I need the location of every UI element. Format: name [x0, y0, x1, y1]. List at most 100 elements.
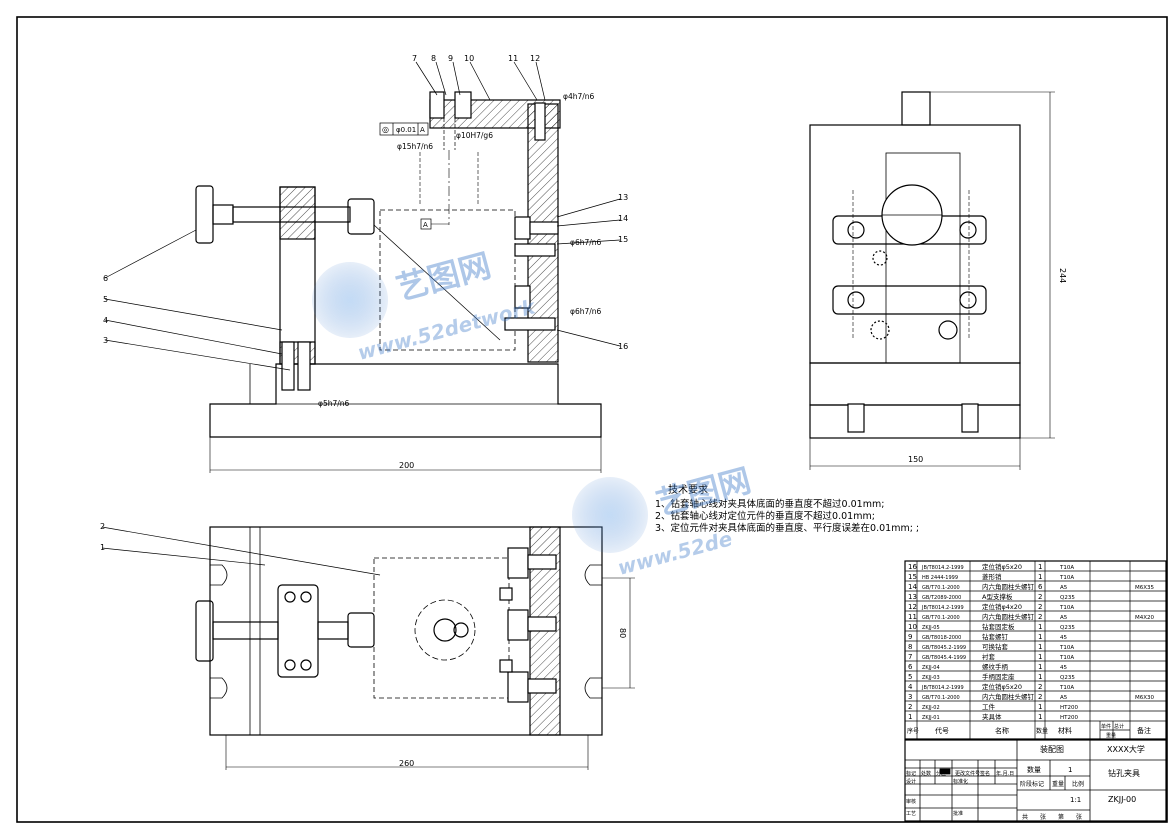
tb-row-approve: 批准 — [953, 810, 963, 817]
bom-row-no: 12 — [908, 603, 917, 611]
qty-label: 数量 — [1027, 765, 1041, 774]
bom-row-qty: 1 — [1038, 573, 1042, 581]
tech-line-3: 3、定位元件对夹具体底面的垂直度、平行度误差在0.01mm; ; — [655, 522, 919, 534]
bom-row-material: T10A — [1059, 575, 1074, 581]
bom-row-qty: 1 — [1038, 633, 1042, 641]
bom-row-qty: 2 — [1038, 613, 1042, 621]
balloon-15: 15 — [618, 235, 628, 244]
bom-row-no: 11 — [908, 613, 917, 621]
front-view-labels: 6 5 4 3 7 8 9 10 11 12 13 14 15 16 φ4h7/… — [103, 54, 628, 470]
bom-row-qty: 1 — [1038, 623, 1042, 631]
bom-row-no: 9 — [908, 633, 912, 641]
balloon-4: 4 — [103, 316, 108, 325]
bom-row-material: Q235 — [1060, 675, 1075, 681]
balloon-13: 13 — [618, 193, 628, 202]
dim-top-height: 80 — [618, 628, 627, 638]
bom-row-name: 内六角圆柱头螺钉 — [982, 612, 1035, 621]
bom-row-no: 4 — [908, 683, 913, 691]
bom-row-code: JB/T8014.2-1999 — [921, 565, 964, 571]
bom-row-name: 定位销φ5x20 — [982, 562, 1022, 571]
bom-row-code: ZKJJ-04 — [922, 665, 940, 671]
bom-row-note: M4X20 — [1135, 615, 1155, 621]
tolerance-datum: A — [420, 126, 425, 134]
balloon-6: 6 — [103, 274, 108, 283]
bom-row-qty: 2 — [1038, 603, 1042, 611]
sheet-no-suffix: 张 — [1076, 813, 1082, 821]
dim-side-width: 150 — [908, 455, 923, 464]
balloon-7: 7 — [412, 54, 417, 63]
bom-row-code: ZKJJ-03 — [922, 675, 940, 681]
bom-row-qty: 1 — [1038, 643, 1042, 651]
tb-row-mark: 标记 — [906, 770, 916, 777]
bom-row-no: 1 — [908, 713, 912, 721]
top-view — [101, 526, 635, 770]
tb-row-process: 工艺 — [906, 811, 916, 817]
bom-row-name: 螺纹手柄 — [982, 662, 1009, 671]
bom-header-note: 备注 — [1137, 726, 1151, 735]
fit-label-10h7: φ10H7/g6 — [456, 131, 493, 140]
bom-row-material: T10A — [1059, 645, 1074, 651]
bom-header-code: 代号 — [935, 726, 949, 735]
bom-row-code: JB/T8014.2-1999 — [921, 605, 964, 611]
balloon-9: 9 — [448, 54, 453, 63]
technical-requirements: 技术要求 1、钻套轴心线对夹具体底面的垂直度不超过0.01mm; 2、钻套轴心线… — [655, 483, 919, 534]
tb-row-sign: 签名 — [980, 770, 990, 777]
bom-header-name: 名称 — [995, 726, 1009, 735]
bom-row-qty: 1 — [1038, 563, 1042, 571]
front-view — [104, 61, 621, 473]
tb-row-standard: 标准化 — [953, 778, 968, 785]
bom-row-material: T10A — [1059, 685, 1074, 691]
fit-label-4h7: φ4h7/n6 — [563, 92, 595, 101]
bom-row-note: M6X35 — [1135, 585, 1155, 591]
bom-row-name: 可换钻套 — [982, 642, 1009, 651]
bom-row-code: JB/T8014.2-1999 — [921, 685, 964, 691]
bom-row-material: T10A — [1059, 655, 1074, 661]
bom-row-name: 内六角圆柱头螺钉 — [982, 692, 1035, 701]
scale-label: 比例 — [1072, 780, 1084, 788]
bom-row-material: T10A — [1059, 565, 1074, 571]
weight-label: 重量 — [1052, 780, 1064, 788]
bom-header-material: 材料 — [1058, 726, 1072, 735]
datum-marker: A — [423, 221, 428, 229]
bom-row-no: 7 — [908, 653, 912, 661]
bom-row-name: 衬套 — [982, 652, 996, 661]
bom-row-qty: 2 — [1038, 683, 1042, 691]
bom-header-total-weight: 总计 — [1114, 723, 1124, 730]
balloon-5: 5 — [103, 295, 108, 304]
bom-row-name: 内六角圆柱头螺钉 — [982, 582, 1035, 591]
top-view-labels: 2 1 80 260 — [100, 522, 627, 768]
bom-row-name: 手柄固定座 — [982, 672, 1015, 681]
bom-row-material: Q235 — [1060, 595, 1075, 601]
balloon-8: 8 — [431, 54, 436, 63]
fit-label-6h7-b: φ6h7/n6 — [570, 307, 602, 316]
fit-label-15h7: φ15h7/n6 — [397, 142, 433, 151]
bom-row-qty: 2 — [1038, 593, 1042, 601]
balloon-1: 1 — [100, 543, 105, 552]
balloon-2: 2 — [100, 522, 105, 531]
tb-row-date: 年.月.日 — [996, 770, 1014, 777]
bom-row-no: 16 — [908, 563, 917, 571]
bom-row-material: HT200 — [1060, 715, 1078, 721]
dim-top-width: 260 — [399, 759, 414, 768]
bom-row-no: 15 — [908, 573, 917, 581]
frame-border — [16, 16, 1168, 823]
bom-row-code: GB/T2089-2000 — [922, 595, 961, 601]
bom-row-qty: 2 — [1038, 693, 1042, 701]
bom-row-no: 13 — [908, 593, 917, 601]
bom-row-code: GB/T8045.4-1999 — [922, 655, 966, 661]
watermark-globe-icon — [312, 262, 388, 338]
bom-row-no: 10 — [908, 623, 917, 631]
bom-row-qty: 1 — [1038, 703, 1042, 711]
bom-row-material: 45 — [1060, 635, 1067, 641]
title-block-labels: 装配图 XXXX大学 数量 1 钻孔夹具 阶段标记 重量 比例 1:1 ZKJJ… — [906, 744, 1145, 821]
bom-row-no: 14 — [908, 583, 917, 591]
bom-row-code: GB/T70.1-2000 — [922, 585, 960, 591]
bom-row-qty: 1 — [1038, 713, 1042, 721]
tb-row-review: 审核 — [906, 798, 916, 805]
bom-row-material: A5 — [1060, 695, 1068, 701]
bom-header-unit-weight: 单件 — [1101, 723, 1111, 730]
bom-row-qty: 1 — [1038, 653, 1042, 661]
bom-row-name: 定位销φ4x20 — [982, 602, 1022, 611]
